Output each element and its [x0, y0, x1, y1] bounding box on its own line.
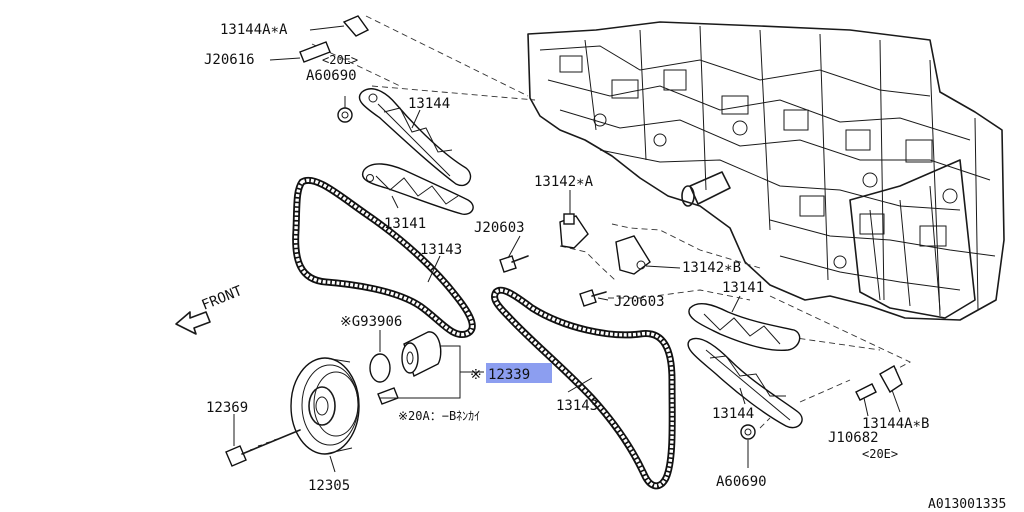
- highlight-12339[interactable]: [486, 363, 552, 383]
- label-12339-mark: ※: [470, 367, 482, 383]
- dowel-20a: [377, 387, 399, 405]
- label-12339[interactable]: 12339: [488, 367, 530, 383]
- label-13142b[interactable]: 13142∗B: [682, 260, 741, 276]
- label-a60690-bottom[interactable]: A60690: [716, 474, 767, 490]
- label-20e-bottom: <20E>: [862, 447, 898, 461]
- label-j20603-top[interactable]: J20603: [474, 220, 525, 236]
- plug-13144a-a: [342, 15, 370, 37]
- pin-j10682: [855, 383, 877, 401]
- timing-belt-upper: [292, 176, 476, 339]
- label-13144-top[interactable]: 13144: [408, 96, 450, 112]
- label-j20616[interactable]: J20616: [204, 52, 255, 68]
- label-13143-bottom[interactable]: 13143: [556, 398, 598, 414]
- bolt-a60690-bottom: [740, 424, 756, 440]
- label-j20603-mid[interactable]: J20603: [614, 294, 665, 310]
- bolt-j20603-top: [499, 255, 529, 273]
- label-g93906[interactable]: ※G93906: [340, 314, 402, 330]
- diagram-reference-number: A013001335: [928, 497, 1006, 512]
- pin-j20616: [299, 41, 331, 63]
- label-13143-top[interactable]: 13143: [420, 242, 462, 258]
- oring-g93906: [369, 353, 391, 383]
- plug-13144a-b: [879, 365, 903, 394]
- label-13144-bottom[interactable]: 13144: [712, 406, 754, 422]
- leader-lines: [233, 25, 901, 473]
- chain-guide-upper: [361, 163, 474, 215]
- tensioner-13142b: [615, 235, 651, 275]
- tensioner-arm-lower: [687, 337, 803, 429]
- bolt-j20603-mid: [579, 289, 607, 307]
- label-a60690-top[interactable]: A60690: [306, 68, 357, 84]
- timing-belt-lower: [491, 286, 676, 490]
- label-13144a-a[interactable]: 13144A∗A: [220, 22, 288, 38]
- chain-guide-lower: [688, 302, 801, 352]
- label-13142a[interactable]: 13142∗A: [534, 174, 594, 190]
- front-arrow-icon: [175, 311, 211, 335]
- label-12369[interactable]: 12369: [206, 400, 248, 416]
- engine-block: [527, 21, 1005, 321]
- label-13141-top[interactable]: 13141: [384, 216, 426, 232]
- tensioner-13142a: [559, 213, 589, 249]
- tensioner-arm-upper: [358, 88, 472, 187]
- note-20a: ※20A：−Bﾈﾝｶｲ: [398, 409, 480, 423]
- label-j10682[interactable]: J10682: [828, 430, 879, 446]
- assembly-guide-lines: [311, 15, 912, 429]
- crank-pulley-12305: [290, 357, 360, 455]
- label-13144a-b[interactable]: 13144A∗B: [862, 416, 929, 432]
- bolt-a60690-top: [337, 107, 353, 123]
- label-13141-right[interactable]: 13141: [722, 280, 764, 296]
- label-20e-top: <20E>: [322, 53, 358, 67]
- label-12305[interactable]: 12305: [308, 478, 350, 494]
- idler-12339: [401, 331, 442, 377]
- bolt-12369: [225, 429, 301, 467]
- label-front: FRONT: [200, 283, 246, 314]
